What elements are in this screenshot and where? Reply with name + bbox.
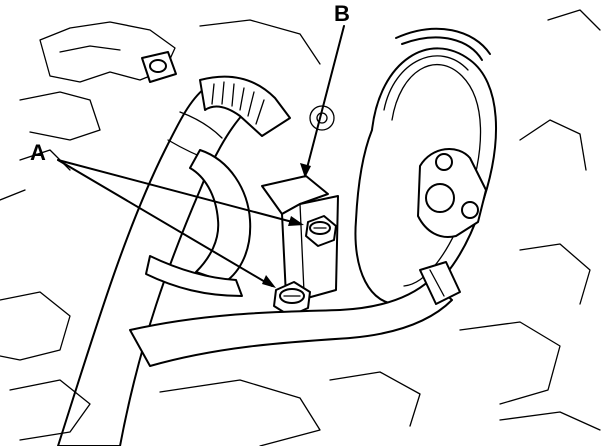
pressure-hose-lower [129, 261, 461, 367]
bolt-upper [305, 215, 337, 247]
callout-label-b: B [334, 1, 350, 26]
callout-a-leader-lines [57, 159, 304, 288]
corrugated-breather-hose [199, 75, 291, 137]
bolt-lower [273, 281, 311, 317]
pump-flange [417, 147, 487, 238]
small-hose-loop [145, 149, 252, 297]
engine-background-lower [0, 9, 601, 446]
pump-mounting-bracket [261, 105, 339, 301]
bracket-bolt-upper [141, 51, 177, 83]
callout-b-leader-line [300, 25, 345, 178]
callout-label-a: A [30, 140, 46, 165]
